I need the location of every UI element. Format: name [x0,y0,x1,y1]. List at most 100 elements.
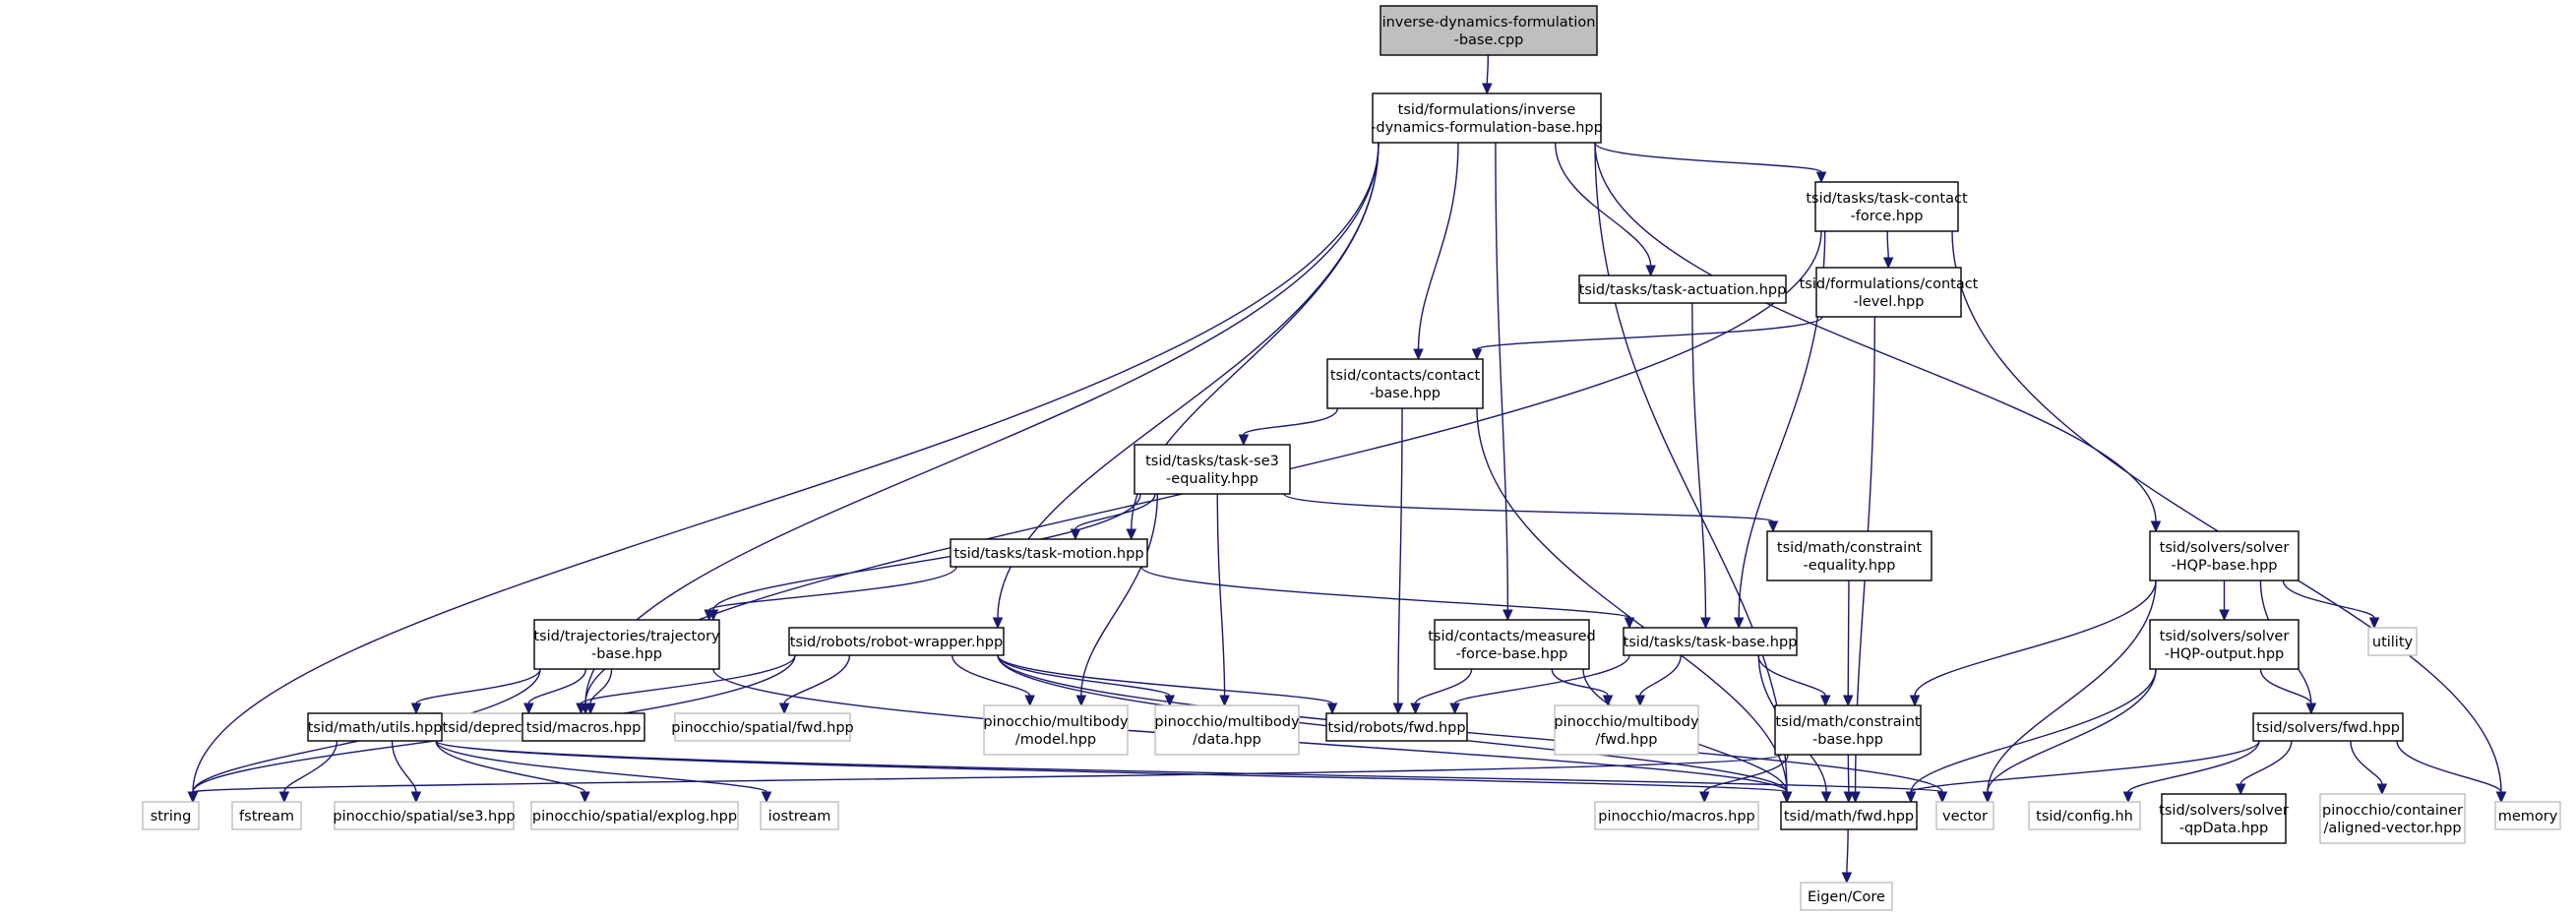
edge-idfb-mfwd [1594,142,1793,804]
node-label: tsid/formulations/contact [1800,276,1979,292]
edge-tse3-pmm [1075,493,1159,707]
node-label: tsid/contacts/contact [1330,368,1481,384]
node-label: /data.hpp [1193,732,1261,748]
edge-tm-tb [704,566,957,622]
node-label: -base.cpp [1454,32,1524,48]
node-label: -force.hpp [1851,209,1924,224]
node-label: pinocchio/macros.hpp [1598,809,1754,824]
node-root[interactable]: inverse-dynamics-formulation-base.cpp [1380,5,1598,56]
node-util: utility [2367,627,2418,656]
node-idfb[interactable]: tsid/formulations/inverse-dynamics-formu… [1371,92,1603,144]
edge-ce-cbase [1842,580,1854,707]
node-label: pinocchio/spatial/se3.hpp [333,809,515,824]
edge-shqp-shqpo [2219,580,2230,622]
edge-ta-tkb [1691,302,1711,630]
node-tse3[interactable]: tsid/tasks/task-se3-equality.hpp [1134,444,1291,495]
node-label: /aligned-vector.hpp [2323,821,2461,836]
node-mfwd[interactable]: tsid/math/fwd.hpp [1780,801,1918,830]
edge-tse3-ce [1283,493,1779,533]
node-label: tsid/solvers/fwd.hpp [2256,720,2400,736]
node-mem: memory [2494,801,2561,830]
edge-idfb-cb [1413,142,1459,361]
node-label: tsid/robots/robot-wrapper.hpp [790,635,1003,650]
node-label: vector [1942,809,1988,824]
node-rw[interactable]: tsid/robots/robot-wrapper.hpp [788,627,1005,656]
node-label: tsid/math/utils.hpp [308,720,443,736]
node-label: pinocchio/multibody [1154,714,1300,730]
node-label: -qpData.hpp [2179,821,2268,836]
node-sqp[interactable]: tsid/solvers/solver -qpData.hpp [2159,793,2289,844]
edge-shqpo-vec [1982,668,2157,804]
node-label: tsid/tasks/task-base.hpp [1624,635,1798,650]
node-tm[interactable]: tsid/tasks/task-motion.hpp [950,538,1148,568]
node-label: -base.hpp [591,646,662,662]
edge-mu-pexp [435,740,590,804]
edge-rw-dep [576,654,796,715]
node-label: pinocchio/multibody [983,714,1129,730]
edge-tcf-cl [1882,230,1894,270]
node-pav: pinocchio/container/aligned-vector.hpp [2319,793,2466,844]
node-label: iostream [768,809,831,824]
edge-cb-rfwd [1392,407,1404,715]
node-label: -HQP-output.hpp [2165,646,2285,662]
node-label: pinocchio/multibody [1554,714,1699,730]
edge-sfwd-mfwd [1905,740,2260,804]
node-label: pinocchio/spatial/explog.hpp [532,809,737,824]
node-label: -base.hpp [1370,386,1441,401]
node-label: -equality.hpp [1166,471,1258,487]
node-pmd: pinocchio/multibody/data.hpp [1154,704,1300,756]
edge-cbase-mfwd [1843,754,1855,804]
node-tb[interactable]: tsid/trajectories/trajectory -base.hpp [533,619,720,670]
edge-tm-tkb [1140,566,1635,630]
node-label: /fwd.hpp [1595,732,1657,748]
node-rfwd[interactable]: tsid/robots/fwd.hpp [1325,712,1468,742]
node-shqp[interactable]: tsid/solvers/solver-HQP-base.hpp [2149,530,2300,581]
node-tkb[interactable]: tsid/tasks/task-base.hpp [1623,627,1798,656]
node-str: string [142,801,200,830]
edge-cb-tse3 [1238,407,1339,447]
node-pmf: pinocchio/multibody/fwd.hpp [1554,704,1699,756]
edge-mfb-rfwd [1410,668,1473,715]
edge-tse3-pmd [1216,493,1230,707]
node-tcf[interactable]: tsid/tasks/task-contact-force.hpp [1806,181,1968,232]
node-label: tsid/solvers/solver [2159,803,2289,819]
node-mu[interactable]: tsid/math/utils.hpp [307,712,443,742]
node-pmac: pinocchio/macros.hpp [1594,801,1759,830]
edge-sfwd-sqp [2235,740,2293,796]
node-label: Eigen/Core [1808,889,1885,905]
edge-idfb-mfb [1495,142,1513,622]
node-eig: Eigen/Core [1800,882,1893,911]
edge-idfb-ta [1554,142,1656,277]
node-cb[interactable]: tsid/contacts/contact -base.hpp [1326,358,1484,409]
edge-rw-rfwd [997,654,1338,715]
node-label: fstream [239,809,294,824]
node-ta[interactable]: tsid/tasks/task-actuation.hpp [1578,275,1787,304]
edge-sfwd-cfg [2122,740,2260,804]
node-label: inverse-dynamics-formulation [1382,15,1596,31]
node-mfb[interactable]: tsid/contacts/measured-force-base.hpp [1428,619,1596,670]
node-cbase[interactable]: tsid/math/constraint -base.hpp [1774,704,1922,756]
edge-mu-vec [435,740,1948,804]
node-label: tsid/solvers/solver [2160,540,2290,556]
edge-mfb-pmf [1551,668,1614,707]
node-label: tsid/math/constraint [1775,714,1920,730]
edge-cbase-str [187,754,1782,804]
node-shqpo[interactable]: tsid/solvers/solver -HQP-output.hpp [2149,619,2300,670]
node-label: tsid/macros.hpp [526,720,642,736]
edge-idfb-tcf [1594,142,1827,184]
edge-tb-mu [410,668,541,715]
node-mac[interactable]: tsid/macros.hpp [521,712,645,742]
node-label: tsid/tasks/task-actuation.hpp [1579,282,1787,298]
edge-root-idfb [1482,54,1493,95]
node-label: -base.hpp [1812,732,1883,748]
node-label: tsid/solvers/solver [2160,629,2290,644]
node-pse3: pinocchio/spatial/se3.hpp [333,801,516,830]
node-label: tsid/trajectories/trajectory [533,629,720,644]
node-ios: iostream [760,801,839,830]
edge-tse3-tm [1070,493,1156,541]
node-ce[interactable]: tsid/math/constraint-equality.hpp [1766,530,1932,581]
node-cl[interactable]: tsid/formulations/contact-level.hpp [1800,267,1979,318]
node-sfwd[interactable]: tsid/solvers/fwd.hpp [2252,712,2404,742]
edge-tcf-mem [1951,230,2507,804]
node-pmm: pinocchio/multibody/model.hpp [983,704,1129,756]
